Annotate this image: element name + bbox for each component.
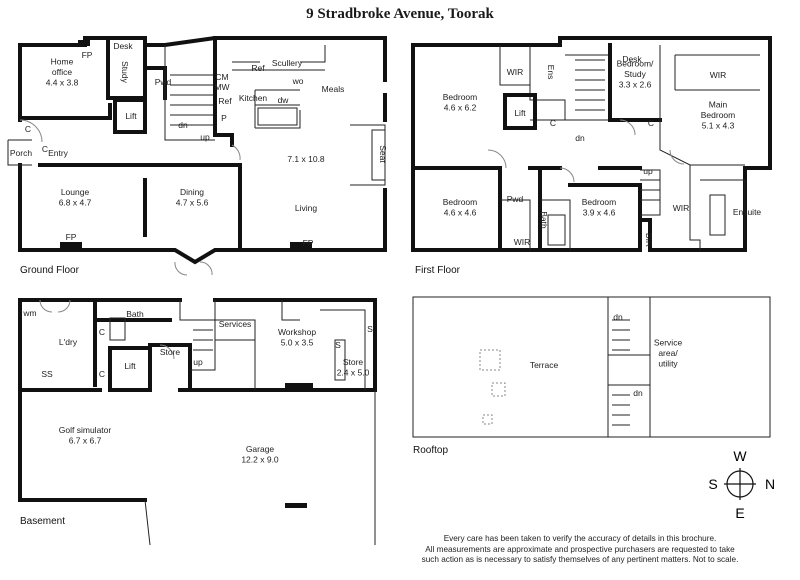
first-floor-plan	[411, 36, 772, 252]
sink-label: SS	[41, 369, 53, 379]
ref-label-2: Ref	[218, 96, 232, 106]
compass-south: S	[708, 476, 717, 492]
porch-label: Porch	[10, 148, 32, 158]
disclaimer-line: Every care has been taken to verify the …	[443, 534, 717, 543]
lift-label-basement: Lift	[124, 361, 136, 371]
closet-label-1: C	[25, 124, 31, 134]
wir-4-label: WIR	[673, 203, 690, 213]
basement-labels: wm L'dry SS Bath Lift Store Services Wor…	[20, 308, 373, 527]
living-dims-label: 7.1 x 10.8	[287, 154, 325, 164]
powder-room-label: Pwd	[155, 77, 172, 87]
rooftop-stairs-down-label-2: dn	[633, 388, 643, 398]
desk-label: Desk	[113, 41, 133, 51]
wir-2-label: WIR	[514, 237, 531, 247]
laundry-label: L'dry	[59, 337, 78, 347]
rooftop-plan	[412, 296, 771, 438]
stairs-up-label-basement: up	[193, 357, 203, 367]
closet-label-first-2: C	[648, 118, 654, 128]
terrace-label: Terrace	[530, 360, 559, 370]
compass-west: W	[733, 448, 747, 464]
bath-label-first: Bath	[539, 211, 549, 229]
stairs-up-label-first: up	[643, 166, 653, 176]
meals-label: Meals	[322, 84, 345, 94]
first-floor-label: First Floor	[415, 265, 461, 276]
entry-label: Entry	[48, 148, 69, 158]
study-label: Study	[120, 61, 130, 83]
shelf-label-2: S	[335, 340, 341, 350]
desk-label-first: Desk	[622, 54, 642, 64]
compass: W S N E	[708, 448, 775, 521]
basement-label: Basement	[20, 516, 65, 527]
fireplace-label-3: FP	[303, 238, 314, 248]
closet-label-basement-1: C	[99, 327, 105, 337]
closet-label-first: C	[550, 118, 556, 128]
ref-label-1: Ref	[251, 63, 265, 73]
shelf-label-1: S	[367, 324, 373, 334]
compass-east: E	[735, 505, 744, 521]
cm-label: CM	[215, 72, 228, 82]
stairs-down-label-first: dn	[575, 133, 585, 143]
ensuite-small-label: Ens	[546, 65, 556, 80]
rooftop-stairs-down-label-1: dn	[613, 312, 623, 322]
rooftop-label: Rooftop	[413, 445, 448, 456]
store-1-label: Store	[160, 347, 181, 357]
page-title: 9 Stradbroke Avenue, Toorak	[306, 6, 494, 22]
disclaimer-line: such action as is necessary to satisfy t…	[421, 555, 739, 564]
pantry-label: P	[221, 113, 227, 123]
dishwasher-label: dw	[278, 95, 290, 105]
wall-oven-label: wo	[292, 76, 304, 86]
wir-main-label: WIR	[710, 70, 727, 80]
compass-north: N	[765, 476, 775, 492]
washing-machine-label: wm	[22, 308, 36, 318]
services-label: Services	[219, 319, 252, 329]
mw-label: MW	[214, 82, 229, 92]
lift-label-first: Lift	[514, 108, 526, 118]
ground-floor-plan	[7, 36, 387, 276]
ground-floor-label: Ground Floor	[20, 265, 80, 276]
fireplace-label-2: FP	[66, 232, 77, 242]
powder-label-first: Pwd	[507, 194, 524, 204]
stairs-down-label: dn	[178, 120, 188, 130]
scullery-label: Scullery	[272, 58, 303, 68]
basement-plan	[18, 298, 377, 546]
closet-label-2: C	[42, 144, 48, 154]
bath-label-basement: Bath	[126, 309, 144, 319]
bir-label: BIR	[644, 233, 654, 247]
disclaimer: Every care has been taken to verify the …	[395, 534, 765, 566]
closet-label-basement-2: C	[99, 369, 105, 379]
fireplace-label-1: FP	[82, 50, 93, 60]
lift-label: Lift	[125, 111, 137, 121]
wir-1-label: WIR	[507, 67, 524, 77]
ensuite-label: Ensuite	[733, 207, 762, 217]
living-label: Living	[295, 203, 317, 213]
disclaimer-line: All measurements are approximate and pro…	[425, 544, 735, 554]
seat-label: Seat	[378, 145, 388, 163]
kitchen-label: Kitchen	[239, 93, 268, 103]
stairs-up-label: up	[200, 132, 210, 142]
